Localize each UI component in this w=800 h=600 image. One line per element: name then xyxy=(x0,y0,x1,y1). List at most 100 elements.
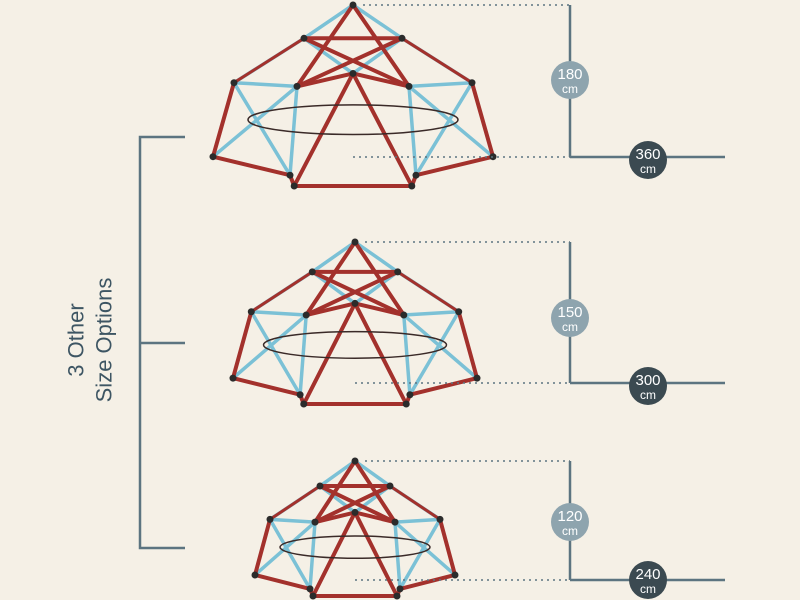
strut xyxy=(318,459,357,488)
width-value: 300 xyxy=(635,372,660,389)
frame-bar xyxy=(456,309,479,381)
joint xyxy=(408,182,416,190)
frame-bar xyxy=(211,80,236,159)
width-badge-circle xyxy=(629,141,667,179)
strut xyxy=(288,84,299,177)
joint xyxy=(349,1,357,9)
joint xyxy=(300,400,308,408)
joint xyxy=(396,585,404,593)
strut xyxy=(232,80,299,89)
width-unit: cm xyxy=(640,582,656,596)
joint xyxy=(316,482,324,490)
frame-bar xyxy=(407,376,479,397)
frame-bar xyxy=(253,517,272,577)
frame-bar xyxy=(310,269,406,318)
joint xyxy=(349,69,357,77)
dome-climber-3 xyxy=(251,457,459,600)
height-unit: cm xyxy=(562,82,578,96)
strut xyxy=(407,84,495,159)
joint xyxy=(398,34,406,42)
strut xyxy=(393,517,442,524)
frame-bar xyxy=(318,484,397,525)
joint xyxy=(290,182,298,190)
joint xyxy=(455,308,463,316)
joint xyxy=(293,82,301,90)
size-options-label-line1: 3 Other xyxy=(63,303,89,377)
strut xyxy=(298,313,308,397)
frame-bar xyxy=(400,36,474,85)
strut xyxy=(408,309,461,397)
frame-bar xyxy=(295,36,404,89)
frame-bar xyxy=(301,301,357,406)
strut xyxy=(268,517,317,524)
width-value: 360 xyxy=(635,146,660,163)
frame-bar xyxy=(351,71,411,89)
joint xyxy=(351,508,359,516)
joint xyxy=(393,592,401,600)
strut xyxy=(393,520,402,591)
width-value: 240 xyxy=(635,566,660,583)
strut xyxy=(249,309,308,317)
strut xyxy=(211,84,299,159)
joint xyxy=(306,585,314,593)
strut xyxy=(402,313,412,397)
frame-bar xyxy=(249,270,314,314)
joint xyxy=(391,518,399,526)
frame-bar xyxy=(268,484,322,521)
frame-bar xyxy=(211,154,292,178)
frame-bar xyxy=(304,269,400,318)
joint xyxy=(229,374,237,382)
height-value: 180 xyxy=(557,66,582,83)
size-options-label: 3 Other Size Options xyxy=(60,190,120,490)
strut xyxy=(414,80,474,177)
frame-bar xyxy=(302,36,411,89)
dome-climber-1 xyxy=(209,1,497,190)
frame-bar xyxy=(351,71,414,188)
joint xyxy=(247,308,255,316)
frame-bar xyxy=(388,484,442,521)
strut xyxy=(402,313,479,380)
strut xyxy=(232,80,292,177)
inner-ring xyxy=(279,535,431,560)
joint xyxy=(311,518,319,526)
strut xyxy=(398,517,442,591)
strut xyxy=(407,84,418,177)
height-value: 120 xyxy=(557,508,582,525)
joint xyxy=(266,515,274,523)
frame-bar xyxy=(398,572,457,591)
strut xyxy=(249,309,302,397)
options-bracket xyxy=(138,135,185,550)
strut xyxy=(353,240,400,274)
width-badge-circle xyxy=(629,367,667,405)
dome-climber-2 xyxy=(229,238,481,408)
frame-bar xyxy=(353,510,397,525)
joint xyxy=(402,400,410,408)
frame-bar xyxy=(470,80,495,159)
strut xyxy=(353,459,392,488)
frame-bar xyxy=(353,301,409,406)
frame-bar xyxy=(351,3,411,89)
strut xyxy=(302,3,355,41)
frame-bar xyxy=(232,36,306,85)
inner-ring xyxy=(247,104,459,136)
frame-bar xyxy=(313,484,392,525)
frame-bar xyxy=(292,71,355,188)
size-options-label-line2: Size Options xyxy=(91,277,117,403)
frame-bar xyxy=(311,510,357,598)
joint xyxy=(209,153,217,161)
height-unit: cm xyxy=(562,524,578,538)
joint xyxy=(400,311,408,319)
strut xyxy=(268,517,312,591)
frame-bar xyxy=(438,517,457,577)
width-unit: cm xyxy=(640,388,656,402)
joint xyxy=(473,374,481,382)
